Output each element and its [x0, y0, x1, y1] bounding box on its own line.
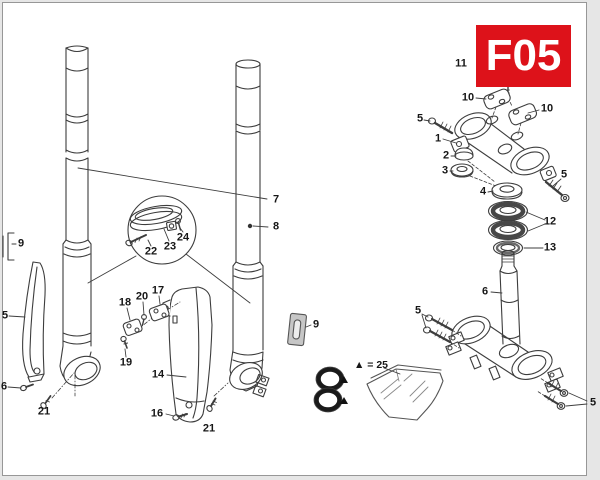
leader-lines [8, 98, 587, 416]
callout-21: 21 [37, 405, 51, 418]
callout-22: 22 [144, 245, 158, 258]
callout-11: 11 [455, 57, 467, 70]
callout-20: 20 [135, 290, 149, 303]
callout-5: 5 [1, 309, 9, 322]
callout-5: 5 [416, 112, 424, 125]
callout-24: 24 [176, 231, 190, 244]
left-fork-leg [52, 46, 105, 398]
edge-strip-9 [3, 233, 16, 260]
callout-7: 7 [272, 193, 280, 206]
callout-5: 5 [560, 168, 568, 181]
callout-1: 1 [434, 132, 442, 145]
kit-legend-label: ▲ = 25 [353, 359, 389, 371]
steering-assembly [424, 82, 570, 409]
callout-5: 5 [589, 396, 597, 409]
left-fork-guard [23, 262, 46, 382]
mounting-screws [20, 385, 217, 421]
callout-4: 4 [479, 185, 487, 198]
callout-3: 3 [441, 164, 449, 177]
callout-5: 5 [414, 304, 422, 317]
right-fork-leg [214, 60, 269, 397]
callout-10: 10 [461, 91, 475, 104]
callout-18: 18 [118, 296, 132, 309]
callout-12: 12 [543, 215, 557, 228]
callout-8: 8 [272, 220, 280, 233]
callout-13: 13 [543, 241, 557, 254]
callout-17: 17 [151, 284, 165, 297]
oring-kit [314, 365, 443, 420]
callout-9: 9 [17, 237, 25, 250]
callout-6: 6 [481, 285, 489, 298]
guard-clamp-parts [121, 303, 170, 348]
callout-9: 9 [312, 318, 320, 331]
callout-2: 2 [442, 149, 450, 162]
callout-23: 23 [163, 240, 177, 253]
callout-14: 14 [151, 368, 165, 381]
page-code-badge: F05 [476, 25, 571, 87]
callout-21: 21 [202, 422, 216, 435]
detail-circle [88, 196, 250, 303]
slide-plate-9 [287, 313, 306, 346]
callout-19: 19 [119, 356, 133, 369]
callout-10: 10 [540, 102, 554, 115]
callout-6: 6 [0, 380, 8, 393]
callout-16: 16 [150, 407, 164, 420]
